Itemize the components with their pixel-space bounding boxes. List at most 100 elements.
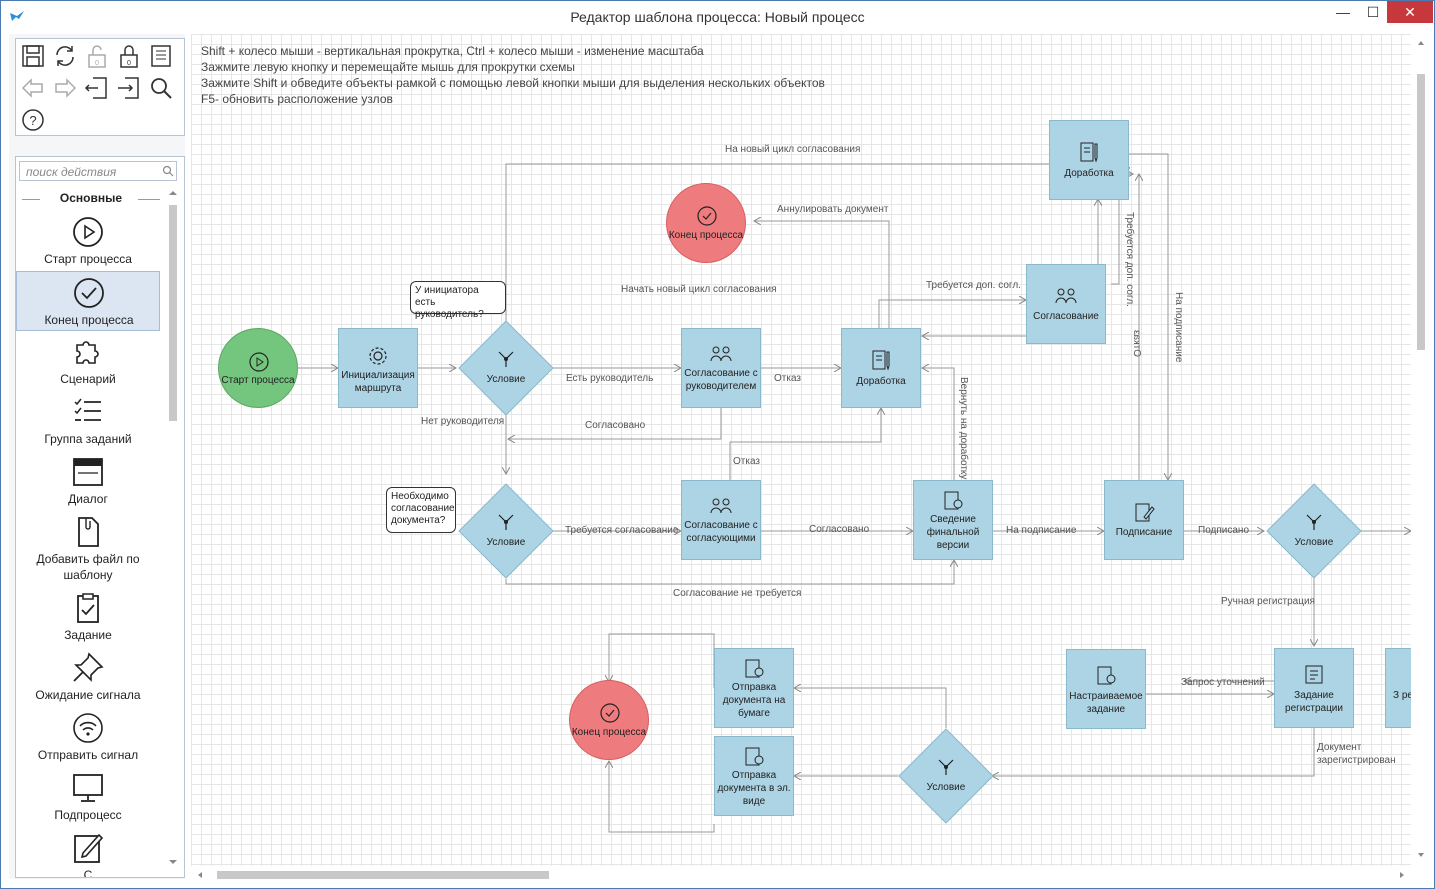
hint-line: F5- обновить расположение узлов	[201, 92, 393, 106]
palette-item-label: Отправить сигнал	[37, 748, 139, 762]
node-registration-task[interactable]: Задание регистрации	[1274, 648, 1354, 728]
palette-scrollbar[interactable]	[166, 185, 180, 875]
node-label: Подписание	[1115, 527, 1173, 538]
palette-item-label: Группа заданий	[44, 432, 132, 446]
palette-item-add-file[interactable]: Добавить файл по шаблону	[16, 511, 160, 587]
refresh-icon[interactable]	[52, 43, 78, 69]
node-label: Доработка	[856, 376, 906, 387]
unlock-icon[interactable]: 0	[84, 43, 110, 69]
save-icon[interactable]	[20, 43, 46, 69]
check-circle-icon	[600, 703, 620, 723]
clipboard-gear-icon	[944, 491, 963, 510]
palette-item-send-signal[interactable]: Отправить сигнал	[16, 707, 160, 767]
node-custom-task[interactable]: Настраиваемое задание	[1066, 649, 1146, 729]
help-icon[interactable]: ?	[20, 107, 46, 133]
palette-item-scenario[interactable]: Сценарий	[16, 331, 160, 391]
branch-icon	[498, 351, 514, 367]
node-approval-extra[interactable]: Согласование	[1026, 264, 1106, 344]
close-button[interactable]: ✕	[1387, 1, 1433, 23]
palette-item-task[interactable]: Задание	[16, 587, 160, 647]
palette-item-edit[interactable]: С	[16, 827, 160, 877]
edge-label: На подписание	[1173, 292, 1184, 363]
title-bar: Редактор шаблона процесса: Новый процесс…	[1, 1, 1434, 32]
node-label: Инициализация маршрута	[341, 370, 415, 394]
approval-users-icon	[710, 346, 732, 362]
node-label: Согласование с согласующими	[684, 520, 758, 544]
node-label: Отправка документа в эл. виде	[717, 770, 791, 807]
minimize-button[interactable]: —	[1336, 4, 1350, 20]
zoom-icon[interactable]	[148, 75, 174, 101]
approval-users-icon	[710, 498, 732, 514]
scroll-thumb[interactable]	[217, 871, 549, 879]
scroll-left-icon[interactable]	[195, 867, 205, 883]
palette-item-dialog[interactable]: Диалог	[16, 451, 160, 511]
palette-item-task-group[interactable]: Группа заданий	[16, 391, 160, 451]
edge-label: Требуется согласование	[565, 525, 679, 536]
lock-icon[interactable]: 0	[116, 43, 142, 69]
node-label: Конец процесса	[571, 727, 647, 738]
clipboard-gear-icon	[745, 747, 764, 766]
palette-item-start[interactable]: Старт процесса	[16, 211, 160, 271]
node-rework-top[interactable]: Доработка	[1049, 120, 1129, 200]
node-send-electronic[interactable]: Отправка документа в эл. виде	[714, 736, 794, 816]
canvas-horizontal-scrollbar[interactable]	[191, 867, 1413, 883]
node-start[interactable]: Старт процесса	[218, 328, 298, 408]
app-logo-icon	[10, 11, 24, 21]
node-condition-4[interactable]: Условие	[898, 728, 994, 824]
scroll-down-icon[interactable]	[1413, 850, 1429, 860]
scroll-up-icon[interactable]	[1413, 38, 1429, 48]
node-end-1[interactable]: Конец процесса	[666, 183, 746, 263]
maximize-button[interactable]: ☐	[1366, 4, 1380, 20]
sign-document-icon	[1135, 503, 1155, 522]
edge-label: Нет руководителя	[421, 416, 505, 427]
export-icon[interactable]	[84, 75, 110, 101]
node-approval-head[interactable]: Согласование с руководителем	[681, 328, 761, 408]
diagram-canvas[interactable]: Shift + колесо мыши - вертикальная прокр…	[191, 34, 1411, 866]
svg-text:?: ?	[29, 113, 36, 128]
search-icon[interactable]	[162, 165, 174, 177]
palette-item-label: Конец процесса	[44, 313, 134, 327]
node-final-version[interactable]: Сведение финальной версии	[913, 480, 993, 560]
back-arrow-icon[interactable]	[20, 75, 46, 101]
edge-label: Отказ	[774, 373, 801, 384]
palette-item-end[interactable]: Конец процесса	[16, 271, 160, 331]
approval-users-icon	[1055, 288, 1077, 304]
list-icon[interactable]	[148, 43, 174, 69]
edge-label: Начать новый цикл согласования	[621, 284, 777, 295]
edge-label: Отказ	[733, 456, 760, 467]
branch-icon	[498, 514, 514, 530]
hint-line: Зажмите Shift и обведите объекты рамкой …	[201, 76, 825, 90]
condition-diamond	[898, 728, 994, 824]
scroll-right-icon[interactable]	[1397, 867, 1407, 883]
registration-icon	[1305, 665, 1323, 684]
node-approval-many[interactable]: Согласование с согласующими	[681, 480, 761, 560]
scroll-thumb[interactable]	[1417, 74, 1425, 350]
import-icon[interactable]	[116, 75, 142, 101]
node-partial[interactable]: З ре	[1385, 648, 1411, 728]
node-send-paper[interactable]: Отправка документа на бумаге	[714, 648, 794, 728]
document-edit-icon	[1080, 142, 1098, 163]
palette-item-wait-signal[interactable]: Ожидание сигнала	[16, 647, 160, 707]
node-end-2[interactable]: Конец процесса	[569, 680, 649, 760]
node-rework[interactable]: Доработка	[841, 328, 921, 408]
palette-item-label: Задание	[64, 628, 112, 642]
palette-item-subprocess[interactable]: Подпроцесс	[16, 767, 160, 827]
canvas-vertical-scrollbar[interactable]	[1413, 34, 1429, 866]
node-sign[interactable]: Подписание	[1104, 480, 1184, 560]
checklist-icon	[74, 398, 101, 421]
edge-label: Подписано	[1198, 525, 1250, 536]
node-label: З ре	[1393, 690, 1411, 701]
search-input[interactable]: поиск действия	[19, 161, 177, 181]
clipboard-check-icon	[77, 593, 99, 623]
clipboard-gear-icon	[1097, 666, 1116, 685]
callout-need-approval: Необходимо согласование документа?	[386, 487, 456, 533]
node-condition-3[interactable]: Условие	[1266, 483, 1362, 579]
condition-diamond	[458, 483, 554, 579]
callout-has-head: У инициатора есть руководитель?	[410, 281, 506, 320]
node-condition-2[interactable]: Условие	[458, 483, 554, 579]
forward-arrow-icon[interactable]	[52, 75, 78, 101]
toolbar: 0 0 ?	[15, 38, 185, 136]
svg-text:0: 0	[127, 60, 131, 67]
node-init-route[interactable]: Инициализация маршрута	[338, 328, 418, 408]
node-label: Условие	[1294, 537, 1334, 548]
